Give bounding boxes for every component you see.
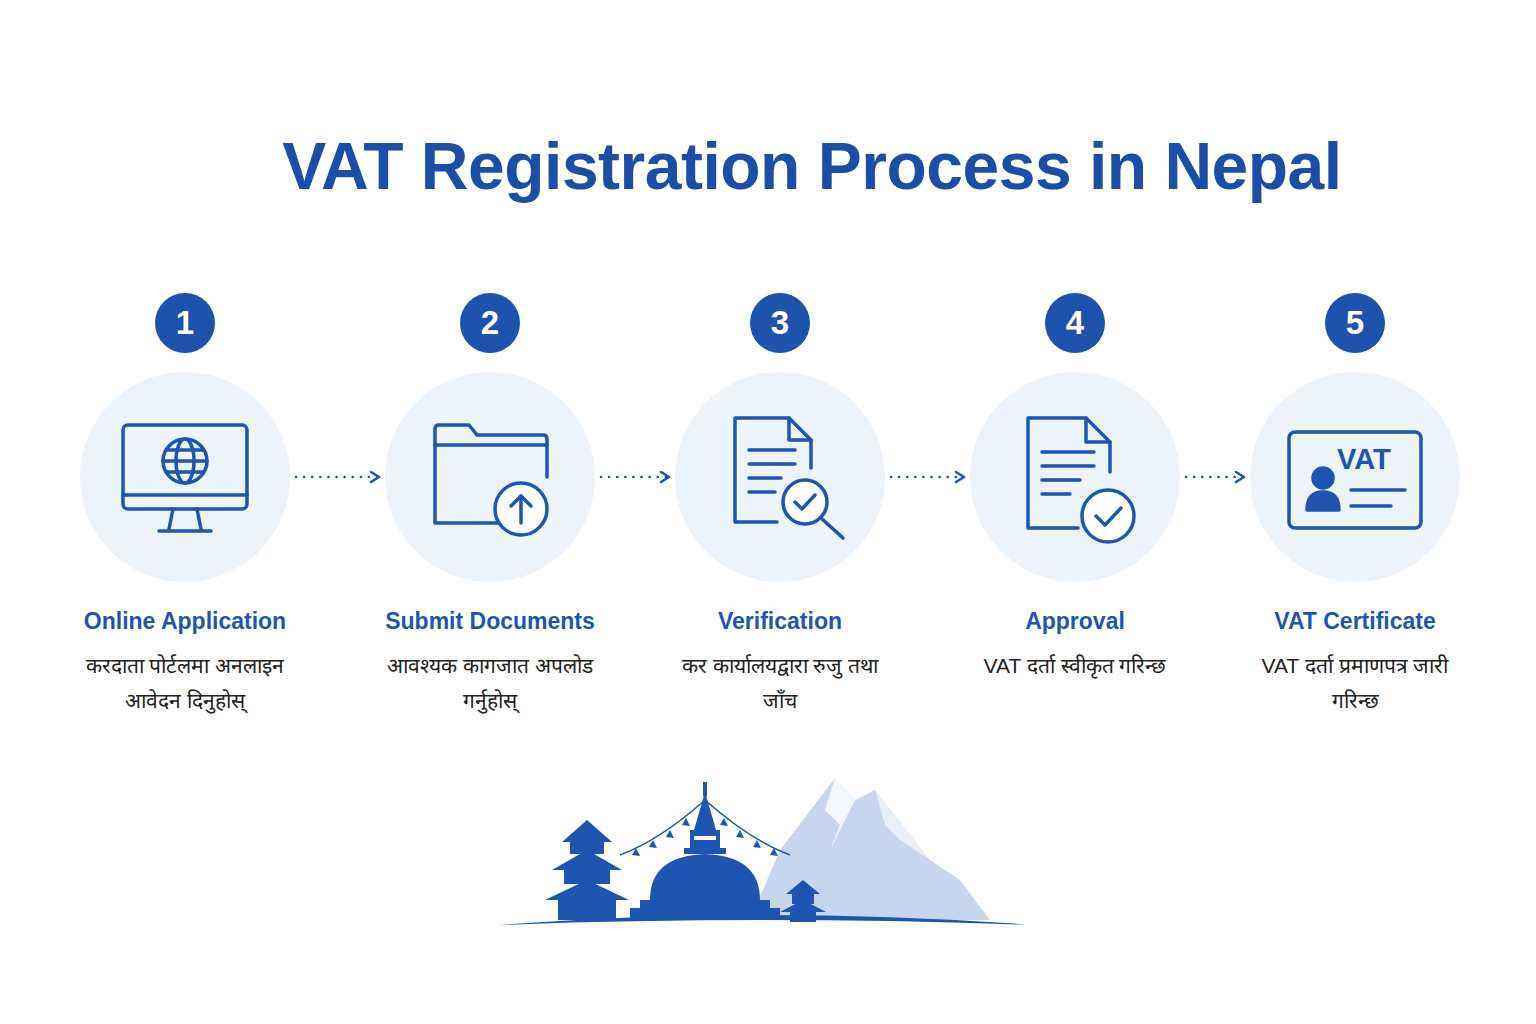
certificate-label: VAT <box>1337 443 1391 476</box>
dotted-arrow <box>601 476 669 479</box>
document-approved-icon <box>1020 410 1150 550</box>
step-number: 2 <box>481 304 499 342</box>
step-description: VAT दर्ता स्वीकृत गरिन्छ <box>957 648 1193 683</box>
step-circle: ApprovalVAT दर्ता स्वीकृत गरिन्छ <box>970 372 1180 582</box>
step-description: VAT दर्ता प्रमाणपत्र जारी गरिन्छ <box>1237 648 1473 718</box>
step-number-badge: 2 <box>460 293 520 353</box>
step-description: आवश्यक कागजात अपलोड गर्नुहोस् <box>372 648 608 718</box>
step-title: Approval <box>915 608 1235 635</box>
step-circle: VAT CertificateVAT दर्ता प्रमाणपत्र जारी… <box>1250 372 1460 582</box>
document-search-icon <box>725 410 855 545</box>
step-description: करदाता पोर्टलमा अनलाइन आवेदन दिनुहोस् <box>67 648 303 718</box>
step-title: Submit Documents <box>330 608 650 635</box>
step-circle: Submit Documentsआवश्यक कागजात अपलोड गर्न… <box>385 372 595 582</box>
step-number: 3 <box>771 304 789 342</box>
step-number-badge: 5 <box>1325 293 1385 353</box>
diagram-title: VAT Registration Process in Nepal <box>0 128 1536 204</box>
nepal-landmark-illustration <box>490 770 1050 940</box>
step-number-badge: 1 <box>155 293 215 353</box>
dotted-arrow <box>891 476 964 479</box>
step-number: 5 <box>1346 304 1364 342</box>
folder-upload-icon <box>425 415 560 540</box>
step-number-badge: 3 <box>750 293 810 353</box>
step-title: VAT Certificate <box>1195 608 1515 635</box>
step-description: कर कार्यालयद्वारा रुजु तथा जाँच <box>662 648 898 718</box>
monitor-icon <box>115 415 255 545</box>
step-title: Verification <box>620 608 940 635</box>
step-title: Online Application <box>25 608 345 635</box>
step-circle: Online Applicationकरदाता पोर्टलमा अनलाइन… <box>80 372 290 582</box>
step-number: 1 <box>176 304 194 342</box>
dotted-arrow <box>1186 476 1244 479</box>
step-number: 4 <box>1066 304 1084 342</box>
dotted-arrow <box>296 476 379 479</box>
step-number-badge: 4 <box>1045 293 1105 353</box>
